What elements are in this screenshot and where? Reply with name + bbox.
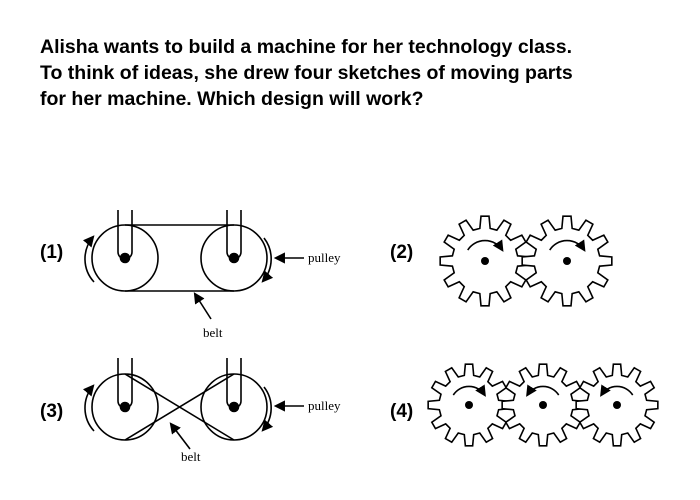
option-2-label[interactable]: (2) [390,242,414,263]
option-1-label[interactable]: (1) [40,242,64,263]
rotation-arrow-icon [82,235,95,283]
option-4-label[interactable]: (4) [390,401,414,422]
gear-icon [575,363,659,447]
pulley-icon [91,358,159,441]
question-line-2: To think of ideas, she drew four sketche… [40,62,573,84]
belt-label: belt [181,449,201,464]
pulley-icon [200,210,268,292]
option-2-diagram[interactable] [439,215,613,307]
question-line-1: Alisha wants to build a machine for her … [40,36,573,58]
rotation-arrow-icon [261,237,274,283]
option-3-label[interactable]: (3) [40,401,64,422]
gear-icon [439,215,531,307]
rotation-arrow-icon [82,384,95,432]
pulley-icon [91,210,159,292]
rotation-arrow-icon [467,239,504,252]
gear-icon [521,215,613,307]
pulley-label: pulley [308,398,341,413]
option-1-diagram[interactable] [82,210,304,320]
rotation-arrow-icon [452,384,486,397]
question-line-3: for her machine. Which design will work? [40,88,424,110]
rotation-arrow-icon [549,239,586,252]
option-3-diagram[interactable] [82,358,304,450]
rotation-arrow-icon [600,384,634,397]
pulley-label: pulley [308,250,341,265]
option-4-diagram[interactable] [427,363,659,447]
belt-cross-2 [124,373,235,441]
rotation-arrow-icon [526,384,560,397]
pulley-icon [200,358,268,441]
pointer-arrow-icon [169,422,191,450]
pointer-arrow-icon [193,292,212,320]
gear-icon [501,363,585,447]
rotation-arrow-icon [261,386,274,432]
gear-icon [427,363,511,447]
belt-label: belt [203,325,223,340]
question-text: Alisha wants to build a machine for her … [40,34,680,112]
